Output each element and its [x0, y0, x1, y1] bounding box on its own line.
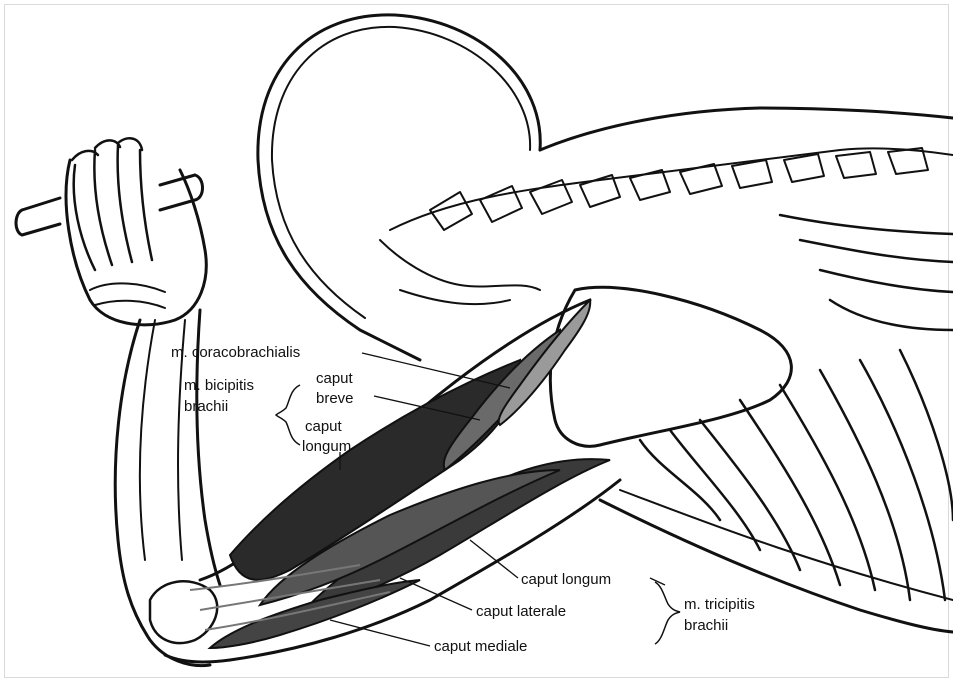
label-caput-longum-biceps-line2: longum: [302, 438, 351, 455]
label-biceps-line2: brachii: [184, 398, 228, 415]
label-triceps-line1: m. tricipitis: [684, 596, 755, 613]
biceps-brace: [276, 385, 300, 445]
label-caput-breve-line1: caput: [316, 370, 353, 387]
label-triceps-line2: brachii: [684, 617, 728, 634]
label-caput-laterale: caput laterale: [476, 603, 566, 620]
label-coracobrachialis: m. coracobrachialis: [171, 344, 300, 361]
label-biceps-line1: m. bicipitis: [184, 377, 254, 394]
jaw-detail: [380, 240, 540, 290]
vertebrae: [430, 148, 928, 230]
skull-inner-outline: [272, 27, 530, 318]
wrist-bones: [90, 283, 165, 308]
hand-outline: [66, 160, 206, 325]
label-caput-breve-line2: breve: [316, 390, 354, 407]
elbow-joint: [150, 581, 217, 643]
cervical-spine: [390, 148, 953, 230]
label-caput-longum-biceps-line1: caput: [305, 418, 342, 435]
triceps-brace: [655, 582, 680, 644]
dumbbell-bar: [16, 175, 203, 235]
torso-lower-contour: [600, 500, 953, 632]
label-caput-mediale: caput mediale: [434, 638, 527, 655]
back-contour: [540, 108, 953, 150]
finger-bones: [72, 138, 152, 270]
radius-bone: [140, 320, 155, 560]
label-caput-longum-triceps: caput longum: [521, 571, 611, 588]
